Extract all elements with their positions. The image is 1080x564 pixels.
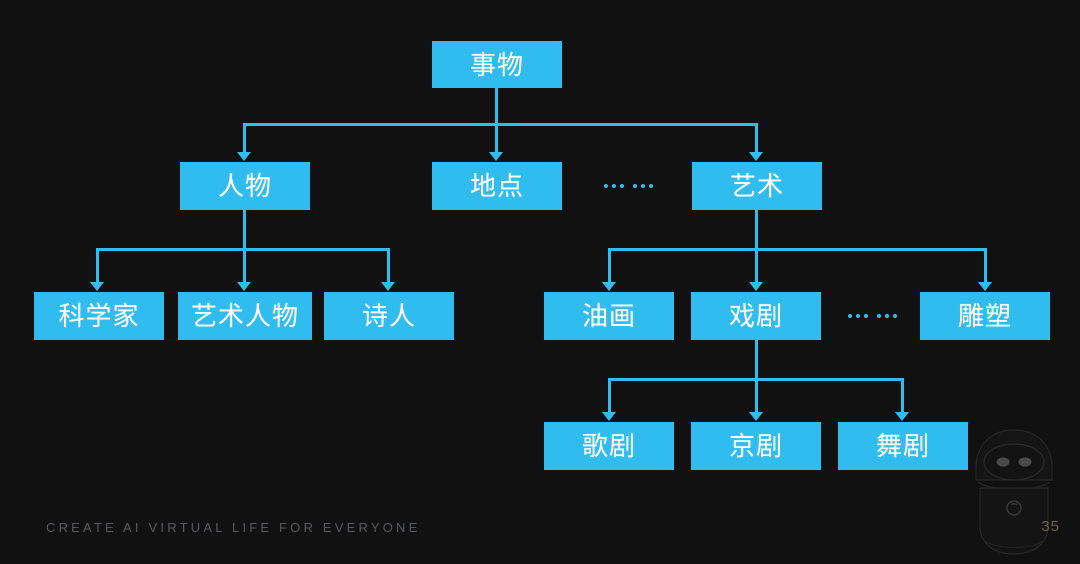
ellipsis-dot [604, 184, 608, 188]
node-level3-yishurenwu[interactable]: 艺术人物 [178, 292, 312, 340]
arrowhead-yishu [749, 152, 763, 161]
node-level4-geju-label: 歌剧 [581, 431, 636, 461]
ellipsis-dot [885, 314, 889, 318]
node-level3-xiju-label: 戏剧 [728, 301, 783, 331]
page-number: 35 [1041, 518, 1060, 535]
node-level3-diaosu[interactable]: 雕塑 [920, 292, 1050, 340]
node-level2-yishu-label: 艺术 [729, 171, 784, 201]
node-level3-youhua-label: 油画 [581, 301, 636, 331]
ellipsis-dot [856, 314, 860, 318]
node-level3-kexuejia[interactable]: 科学家 [34, 292, 164, 340]
connector-to-diaosu [984, 248, 987, 283]
arrowhead-kexuejia [90, 282, 104, 291]
connector-level2-bus [243, 123, 758, 126]
node-level4-wuju-label: 舞剧 [875, 431, 930, 461]
node-level4-wuju[interactable]: 舞剧 [838, 422, 968, 470]
connector-to-geju [608, 378, 611, 413]
ellipsis-dot [612, 184, 616, 188]
connector-to-xiju [755, 248, 758, 283]
node-level2-didian[interactable]: 地点 [432, 162, 562, 210]
node-level3-kexuejia-label: 科学家 [58, 301, 140, 331]
arrowhead-jingju [749, 412, 763, 421]
robot-mascot-icon [975, 429, 1053, 555]
ellipsis-level3-group-2 [877, 314, 897, 318]
connector-to-kexuejia [96, 248, 99, 283]
connector-to-jingju [755, 378, 758, 413]
ellipsis-dot [877, 314, 881, 318]
ellipsis-dot [641, 184, 645, 188]
node-level4-jingju-label: 京剧 [728, 431, 783, 461]
ellipsis-dot [893, 314, 897, 318]
footer-tagline: CREATE AI VIRTUAL LIFE FOR EVERYONE [46, 520, 421, 535]
arrowhead-xiju [749, 282, 763, 291]
node-level4-geju[interactable]: 歌剧 [544, 422, 674, 470]
node-level4-jingju[interactable]: 京剧 [691, 422, 821, 470]
connector-to-wuju [901, 378, 904, 413]
node-level3-shiren-label: 诗人 [361, 301, 416, 331]
connector-to-yishurenwu [243, 248, 246, 283]
ellipsis-level3 [848, 314, 897, 318]
ellipsis-dot [848, 314, 852, 318]
ellipsis-level2 [604, 184, 653, 188]
node-level3-shiren[interactable]: 诗人 [324, 292, 454, 340]
ellipsis-dot [649, 184, 653, 188]
arrowhead-didian [489, 152, 503, 161]
connector-to-yishu [755, 123, 758, 153]
arrowhead-shiren [381, 282, 395, 291]
connector-to-youhua [608, 248, 611, 283]
node-root[interactable]: 事物 [432, 41, 562, 88]
arrowhead-wuju [895, 412, 909, 421]
connector-xiju-stem [755, 340, 758, 378]
connector-level3-right-bus [608, 248, 987, 251]
connector-to-shiren [387, 248, 390, 283]
ellipsis-dot [864, 314, 868, 318]
arrowhead-diaosu [978, 282, 992, 291]
node-level3-diaosu-label: 雕塑 [957, 301, 1012, 331]
ellipsis-level3-group-1 [848, 314, 868, 318]
ellipsis-level2-group-1 [604, 184, 624, 188]
arrowhead-youhua [602, 282, 616, 291]
arrowhead-geju [602, 412, 616, 421]
node-root-label: 事物 [469, 49, 524, 80]
node-level3-yishurenwu-label: 艺术人物 [190, 301, 299, 331]
node-level2-renwu[interactable]: 人物 [180, 162, 310, 210]
node-level2-yishu[interactable]: 艺术 [692, 162, 822, 210]
ellipsis-dot [620, 184, 624, 188]
arrowhead-yishurenwu [237, 282, 251, 291]
node-level2-didian-label: 地点 [469, 171, 524, 201]
arrowhead-renwu [237, 152, 251, 161]
connector-root-stem [495, 88, 498, 123]
node-level3-xiju[interactable]: 戏剧 [691, 292, 821, 340]
node-level2-renwu-label: 人物 [217, 171, 272, 201]
ellipsis-dot [633, 184, 637, 188]
connector-yishu-stem [755, 210, 758, 248]
connector-to-didian [495, 123, 498, 153]
node-level3-youhua[interactable]: 油画 [544, 292, 674, 340]
ellipsis-level2-group-2 [633, 184, 653, 188]
connector-renwu-stem [243, 210, 246, 248]
connector-to-renwu [243, 123, 246, 153]
